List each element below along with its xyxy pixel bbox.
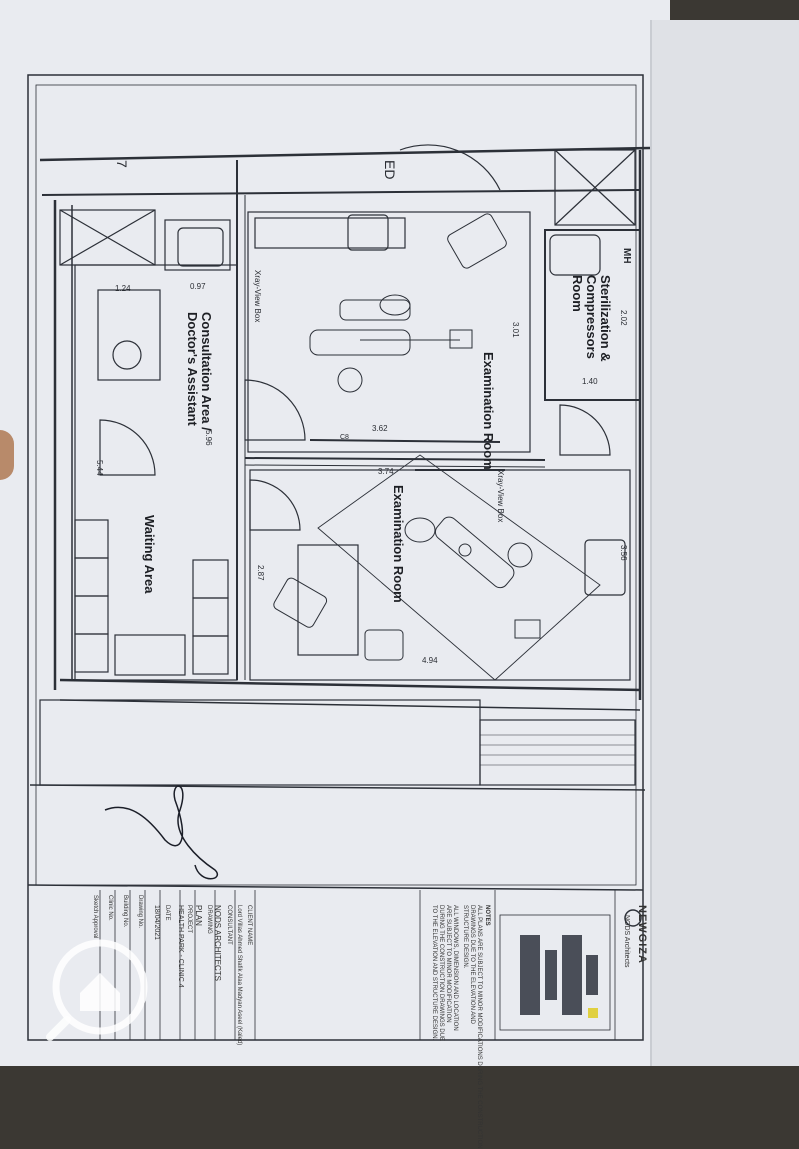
tb-notes-heading: NOTES [484, 905, 490, 926]
tb-consultant-value: NODS ARCHITECTS [213, 905, 222, 982]
door-swing-waiting [99, 419, 156, 476]
watermark-logo [46, 939, 148, 1041]
thumb-edge [0, 430, 14, 480]
lower-desk [297, 544, 359, 656]
dim-4-94: 4.94 [422, 656, 438, 665]
dim-3-01: 3.01 [511, 322, 520, 338]
facade-block [39, 699, 481, 786]
tb-note-line-6: DURING THE CONSTRUCTION DRAWINGS DUE [438, 905, 444, 1042]
signature [104, 785, 218, 880]
waiting-table [114, 634, 186, 676]
drawing-sheet [0, 0, 670, 1066]
door-swing-sterilization [559, 404, 611, 456]
facade-stairs [479, 719, 636, 786]
consultation-sink-counter [164, 219, 231, 271]
consultation-chair [112, 340, 142, 370]
consultation-waiting-outline [74, 264, 238, 681]
tb-row-building-no: Building No. [122, 895, 128, 928]
next-page-edge [650, 20, 799, 1066]
upper-counter [254, 217, 406, 249]
room-label-waiting: Waiting Area [142, 515, 157, 594]
tb-row-drawing-no: Drawing No. [137, 895, 143, 929]
top-wall [39, 146, 651, 162]
waiting-seats-right [192, 559, 229, 675]
exam-divider [244, 457, 546, 461]
sterilization-sink [549, 234, 601, 276]
dim-3-74: 3.74 [378, 467, 394, 476]
floor-plan [27, 74, 651, 1041]
dim-5-96: 5.96 [204, 430, 213, 446]
newgiza-logo [624, 909, 642, 927]
tb-company: NEWGIZA [636, 905, 648, 964]
lower-exam-room-outline [249, 469, 631, 681]
bottom-wall-outer [59, 699, 641, 711]
dim-1-40: 1.40 [582, 377, 598, 386]
consultation-desk [97, 289, 161, 381]
storage-box [59, 209, 156, 266]
tb-architect-top: NODS Architects [623, 915, 630, 968]
door-swing-top [399, 144, 501, 191]
dental-chair-lower [404, 516, 541, 639]
key-plan-frame [499, 914, 611, 1031]
room-label-sterilization: Sterilization & Compressors Room [570, 275, 613, 362]
dim-2-87: 2.87 [256, 565, 265, 581]
c8-mark: C8 [340, 434, 349, 441]
tb-consultant-label: CONSULTANT [226, 905, 232, 945]
bottom-wall [59, 678, 641, 692]
dim-5-44: 5.44 [95, 460, 104, 476]
exam-divider-inner [244, 464, 546, 468]
lower-sink [584, 539, 626, 596]
xray-label-lower: Xray-View Box [496, 470, 505, 523]
operator-stools [273, 213, 507, 661]
plan-frame [35, 84, 637, 886]
upper-xray-box [309, 439, 501, 443]
mh-mark: MH [621, 248, 632, 264]
sterilization-room-outline [544, 229, 641, 401]
tb-note-line-3: STRUCTURE DESIGN. [462, 905, 468, 969]
tb-note-line-7: TO THE ELEVATION AND STRUCTURE DESIGN. [431, 905, 437, 1041]
xray-label-upper: Xray-View Box [253, 270, 262, 323]
upper-sink [347, 214, 389, 251]
room-label-consultation: Consultation Area / Doctor's Assistant [185, 312, 214, 431]
door-swing-lower-exam [249, 479, 301, 531]
room-label-exam-upper: Examination Room [481, 352, 496, 470]
tb-note-line-5: ARE SUBJECT TO MINOR MODIFICATION [445, 905, 451, 1023]
tb-date-label: DATE [164, 905, 170, 921]
room-label-exam-lower: Examination Room [391, 485, 406, 603]
rotated-exam-zone [317, 454, 601, 681]
tb-client-value: Lord Villas Ahmed Shafik Alaa Madyan Ase… [236, 905, 242, 1046]
tb-client-label: CLIENT NAME [246, 905, 252, 946]
tb-note-line-1: ALL PLANS ARE SUBJECT TO MINOR MODIFICAT… [476, 905, 482, 1149]
site-line [29, 784, 646, 791]
tb-drawing-value: PLAN [194, 905, 203, 926]
shaft [554, 149, 636, 226]
ed-mark: ED [382, 160, 398, 180]
sheet-border [27, 74, 644, 1041]
top-inner-wall [41, 189, 641, 196]
dim-3-62: 3.62 [372, 424, 388, 433]
key-plan [520, 935, 598, 1018]
dim-1-24: 1.24 [115, 284, 131, 293]
waiting-seats-left [74, 519, 109, 673]
tb-row-clinic-no: Clinic No. [107, 895, 113, 921]
tb-project-label: PROJECT [186, 905, 192, 934]
tb-note-line-2: DRAWINGS DUE TO THE ELEVATION AND [469, 905, 475, 1024]
dim-2-02: 2.02 [619, 310, 628, 326]
tb-drawing-label: DRAWING [206, 905, 212, 934]
tb-project-value: HEALTH PARK - CLINIC 4 [177, 905, 184, 988]
title-block-top [27, 884, 644, 891]
dim-0-97: 0.97 [190, 282, 206, 291]
title-block-grid [99, 890, 616, 1040]
tb-row-sketch-approval: Sketch Approval [92, 895, 98, 939]
tb-note-line-4: ALL WINDOWS, DIMENSION AND LOCATION [452, 905, 458, 1031]
upper-exam-room-outline [247, 211, 531, 453]
dim-3-56: 3.56 [619, 545, 628, 561]
door-swing-upper-exam [244, 379, 306, 441]
seven-mark: 7 [114, 160, 130, 168]
dental-chair-upper [309, 294, 473, 393]
